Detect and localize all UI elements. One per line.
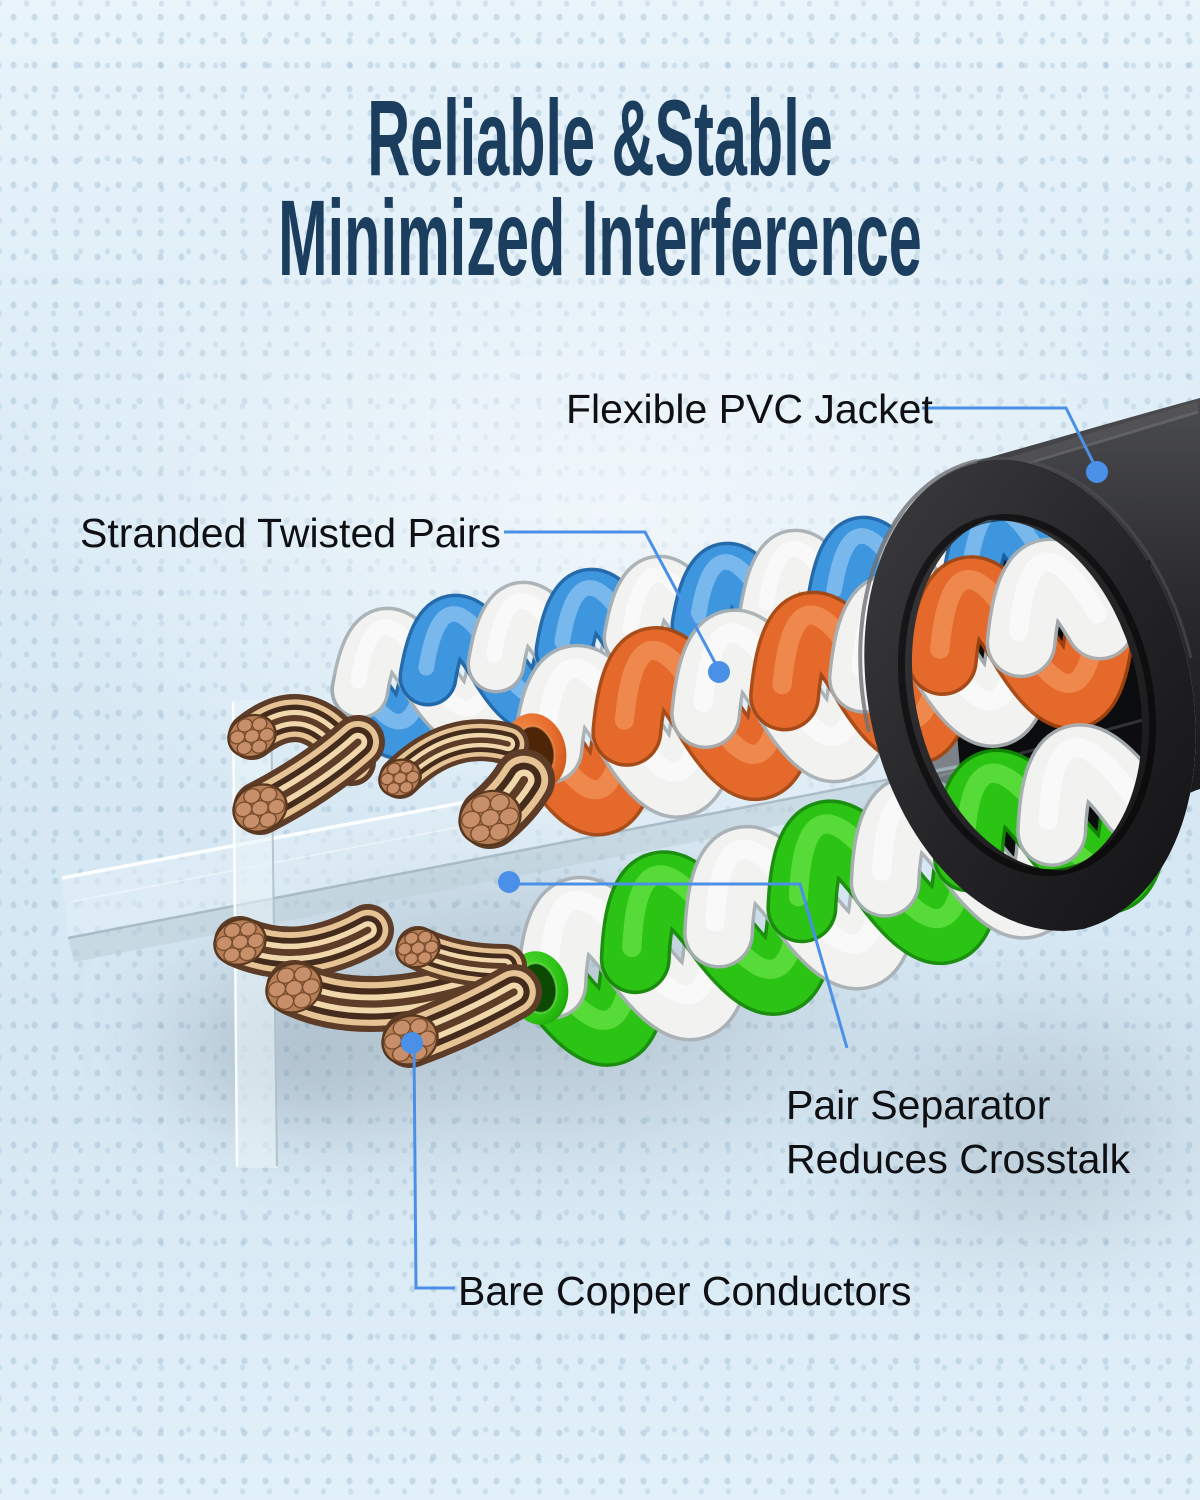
leader-line-pairs xyxy=(504,530,721,671)
background-shadow xyxy=(800,960,1200,1300)
label-pair-separator-line-2: Reduces Crosstalk xyxy=(786,1136,1131,1182)
copper-cut-face xyxy=(378,758,422,798)
pvc-jacket-ring xyxy=(858,456,1196,931)
copper-cut-face xyxy=(458,789,522,847)
label-stranded-twisted-pairs: Stranded Twisted Pairs xyxy=(80,510,501,556)
page-title-line-1: Reliable &Stable xyxy=(367,77,833,198)
callout-leaders xyxy=(401,406,1108,1290)
leader-dot-copper xyxy=(401,1032,423,1054)
copper-bundle xyxy=(213,904,394,979)
copper-cut-face xyxy=(395,927,441,969)
copper-bundle xyxy=(232,715,385,835)
leader-line-separator xyxy=(511,882,849,1049)
leader-dot-jacket xyxy=(1086,461,1108,483)
copper-cut-face xyxy=(232,783,288,833)
label-pair-separator: Pair Separator Reduces Crosstalk xyxy=(786,1078,1130,1186)
copper-bundle xyxy=(378,719,529,799)
page-title: Reliable &Stable Minimized Interference xyxy=(0,77,1200,298)
leader-line-copper xyxy=(412,1044,455,1290)
leader-dot-pairs xyxy=(708,661,730,683)
bare-copper-conductors xyxy=(213,694,555,1068)
copper-cut-face xyxy=(213,918,267,966)
label-pair-separator-line-1: Pair Separator xyxy=(786,1082,1051,1128)
page-title-line-2: Minimized Interference xyxy=(278,177,922,298)
copper-bundle xyxy=(265,960,496,1032)
label-bare-copper-conductors: Bare Copper Conductors xyxy=(458,1268,912,1314)
copper-bundle xyxy=(395,926,527,988)
label-flexible-pvc-jacket: Flexible PVC Jacket xyxy=(566,386,933,432)
leader-line-jacket xyxy=(922,406,1099,471)
copper-bundle xyxy=(381,964,542,1068)
copper-cut-face xyxy=(227,713,277,759)
leader-dot-separator xyxy=(498,871,520,893)
copper-cut-face xyxy=(265,962,323,1014)
copper-bundle xyxy=(458,749,555,849)
